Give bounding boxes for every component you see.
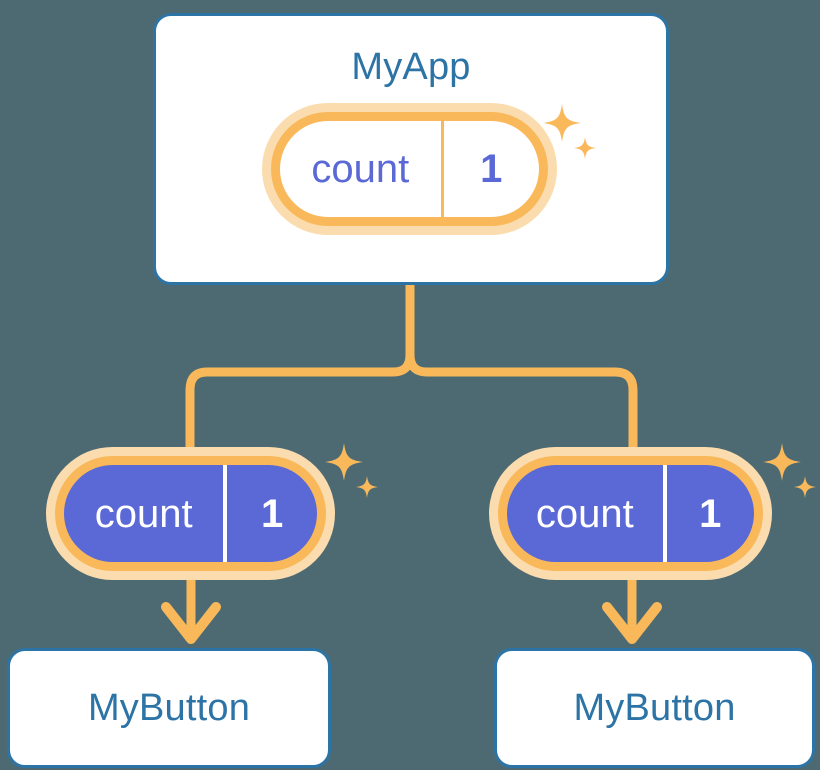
arrow-head-right bbox=[602, 602, 662, 644]
branch-connector-tree-left bbox=[185, 350, 415, 458]
state-pill-mybutton-right[interactable]: count 1 bbox=[498, 456, 763, 571]
state-pill-myapp[interactable]: count 1 bbox=[271, 112, 548, 226]
state-pill-body: count 1 bbox=[55, 456, 326, 571]
sparkle-star-small bbox=[356, 476, 378, 498]
arrow-head-left bbox=[161, 602, 221, 644]
sparkle-star-large bbox=[325, 443, 363, 481]
sparkle-star-large bbox=[763, 443, 801, 481]
sparkle-icon bbox=[322, 443, 382, 505]
state-key-label: count bbox=[535, 491, 634, 536]
state-key-label: count bbox=[311, 147, 410, 191]
branch-connector-tree bbox=[405, 280, 638, 458]
state-value-label: 1 bbox=[662, 465, 754, 562]
component-title: MyButton bbox=[87, 686, 251, 729]
component-card-mybutton-right[interactable]: MyButton bbox=[494, 648, 815, 768]
sparkle-icon bbox=[760, 443, 820, 505]
state-value-label: 1 bbox=[223, 465, 317, 562]
state-pill-body: count 1 bbox=[498, 456, 763, 571]
sparkle-star-small bbox=[794, 476, 816, 498]
state-value-label: 1 bbox=[440, 121, 539, 217]
page-title: MyApp bbox=[351, 46, 471, 88]
state-pill-mybutton-left[interactable]: count 1 bbox=[55, 456, 326, 571]
state-pill-body: count 1 bbox=[271, 112, 548, 226]
state-key-label: count bbox=[94, 491, 193, 536]
component-card-mybutton-left[interactable]: MyButton bbox=[7, 648, 331, 768]
component-title: MyButton bbox=[573, 686, 736, 729]
